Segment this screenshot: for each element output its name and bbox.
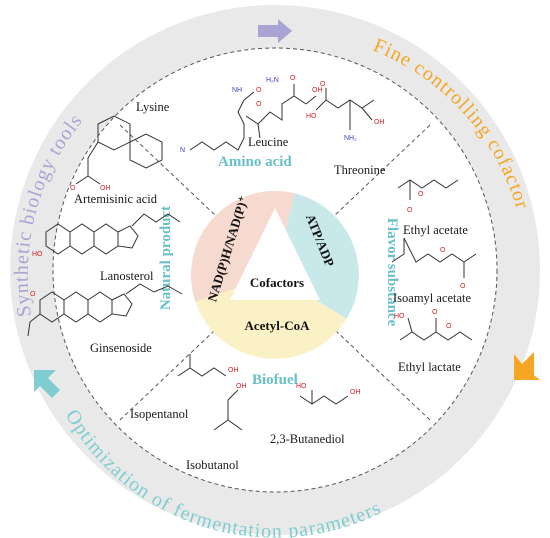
compound-isobutanol: Isobutanol (186, 458, 239, 472)
isoamyl-acetate-structure: O O (391, 237, 477, 290)
category-flavor: Flavor substance (384, 218, 400, 327)
svg-text:OH: OH (350, 389, 361, 396)
isobutanol-structure: OH (213, 383, 247, 431)
compound-isoamyl-acetate: Isoamyl acetate (393, 291, 472, 305)
compound-leucine: Leucine (248, 135, 289, 149)
svg-text:OH: OH (312, 87, 323, 94)
artemisinic-structure: O OH (70, 115, 163, 192)
sector-label-acetyl: Acetyl-CoA (245, 318, 311, 333)
svg-text:O: O (440, 247, 446, 254)
sector-dividers (119, 124, 431, 421)
arrow-down-left-icon (514, 352, 540, 380)
svg-text:HO: HO (296, 383, 307, 390)
compound-threonine: Threonine (334, 163, 386, 177)
arrow-up-right-icon (34, 370, 60, 398)
svg-text:O: O (418, 191, 424, 198)
svg-text:O: O (70, 185, 76, 192)
arrow-right-icon (258, 19, 292, 43)
svg-text:O: O (407, 207, 413, 214)
ethyl-lactate-structure: HO O O (394, 309, 473, 341)
butanediol-structure: HO OH (296, 383, 361, 405)
svg-text:HO: HO (306, 113, 317, 120)
svg-text:OH: OH (236, 383, 247, 390)
category-natural: Natural product (158, 206, 174, 310)
threonine-structure: O HO NH₂ OH (306, 81, 385, 142)
category-amino-acid: Amino acid (218, 154, 292, 170)
svg-text:OH: OH (100, 185, 111, 192)
svg-text:O: O (460, 283, 466, 290)
svg-text:O: O (432, 309, 438, 316)
lysine-structure: NH O O N (180, 87, 262, 154)
svg-text:HO: HO (394, 313, 405, 320)
category-biofuel: Biofuel (252, 372, 298, 388)
compound-isopentanol: Isopentanol (130, 407, 189, 421)
svg-text:OH: OH (228, 367, 239, 374)
cofactor-center: NAD(P)H/NAD(P)⁺ ATP/ADP Acetyl-CoA Cofac… (190, 190, 359, 359)
dashed-boundary (52, 47, 498, 493)
center-triangle (230, 208, 320, 300)
svg-text:OH: OH (374, 119, 385, 126)
compound-butanediol: 2,3-Butanediol (270, 432, 345, 446)
compound-lanosterol: Lanosterol (100, 269, 154, 283)
lanosterol-structure: HO (32, 213, 181, 258)
leucine-structure: H₂N O OH (245, 75, 323, 139)
svg-text:O: O (290, 75, 296, 82)
svg-text:N: N (180, 147, 185, 154)
svg-text:O: O (446, 323, 452, 330)
center-label: Cofactors (250, 275, 304, 290)
svg-text:NH: NH (232, 87, 242, 94)
svg-text:HO: HO (32, 251, 43, 258)
svg-text:O: O (256, 87, 262, 94)
ginsenoside-structure: O (27, 283, 183, 337)
compound-ethyl-acetate: Ethyl acetate (403, 223, 468, 237)
compound-ginsenoside: Ginsenoside (90, 341, 152, 355)
compound-lysine: Lysine (136, 100, 170, 114)
compound-ethyl-lactate: Ethyl lactate (398, 360, 461, 374)
compound-artemisinic: Artemisinic acid (74, 192, 158, 206)
svg-text:O: O (256, 101, 262, 108)
svg-text:O: O (30, 291, 36, 298)
svg-text:NH₂: NH₂ (344, 135, 357, 142)
svg-text:H₂N: H₂N (266, 77, 279, 84)
isopentanol-structure: OH (177, 354, 239, 377)
svg-text:O: O (320, 81, 326, 88)
ethyl-acetate-structure: O O (397, 179, 459, 214)
